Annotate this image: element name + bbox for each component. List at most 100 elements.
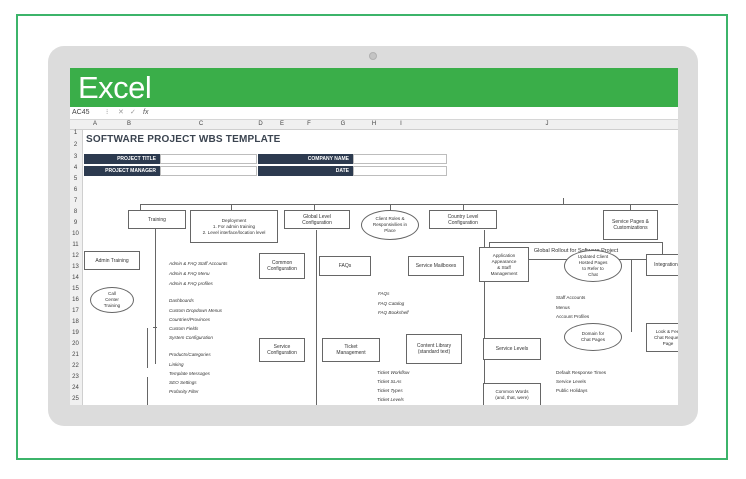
- project-manager-label: PROJECT MANAGER: [84, 166, 160, 176]
- row-header[interactable]: 11: [72, 242, 79, 248]
- row-header[interactable]: 15: [72, 286, 79, 292]
- enter-check-icon[interactable]: ✓: [130, 109, 136, 116]
- column-header[interactable]: H: [371, 121, 377, 127]
- level-item: Public Holidays: [556, 388, 588, 393]
- row-header[interactable]: 24: [72, 385, 79, 391]
- global-item: Dashboards: [169, 298, 194, 303]
- row-header[interactable]: 17: [72, 308, 79, 314]
- connector-line: [153, 327, 157, 328]
- training-item: Admin & FAQ Staff Accounts: [169, 261, 228, 266]
- column-header[interactable]: C: [198, 121, 204, 127]
- connector-line: [390, 204, 391, 210]
- connector-line: [147, 377, 148, 405]
- wbs-common-config-box[interactable]: Common Configuration: [259, 253, 305, 279]
- global-item: Custom Fields: [169, 326, 199, 331]
- namebox-arrow-icon[interactable]: ⁝: [106, 109, 109, 116]
- wbs-training-box[interactable]: Training: [128, 210, 186, 229]
- row-header[interactable]: 1: [73, 130, 78, 136]
- ticket-item: Ticket Levels: [377, 397, 404, 402]
- ribbon-header: Excel: [70, 68, 678, 107]
- column-header[interactable]: E: [279, 121, 284, 127]
- sheet-title: SOFTWARE PROJECT WBS TEMPLATE: [86, 134, 281, 145]
- staff-item: Menus: [556, 305, 570, 310]
- staff-item: Account Profiles: [556, 314, 590, 319]
- row-header[interactable]: 16: [72, 297, 79, 303]
- row-header[interactable]: 18: [72, 319, 79, 325]
- project-manager-cell[interactable]: [160, 166, 257, 176]
- date-label: DATE: [258, 166, 353, 176]
- column-header[interactable]: B: [126, 121, 131, 127]
- company-name-cell[interactable]: [353, 154, 447, 164]
- row-header[interactable]: 25: [72, 396, 79, 402]
- connector-line: [631, 242, 632, 332]
- wbs-deployment-box[interactable]: Deployment 1. For admin training 2. Leve…: [190, 210, 278, 243]
- project-title-label: PROJECT TITLE: [84, 154, 160, 164]
- row-header-bar: 1 2 3 4 5 6 7 8 9 10 11 12 13 14 15 16 1…: [70, 130, 83, 405]
- row-header[interactable]: 10: [72, 231, 79, 237]
- worksheet[interactable]: SOFTWARE PROJECT WBS TEMPLATE PROJECT TI…: [83, 130, 678, 405]
- row-header[interactable]: 4: [73, 165, 78, 171]
- row-header[interactable]: 14: [72, 275, 79, 281]
- wbs-service-config-box[interactable]: Service Configuration: [259, 338, 305, 362]
- faq-item: FAQ Bookshelf: [378, 310, 409, 315]
- wbs-call-center-oval[interactable]: Call Center Training: [90, 287, 134, 313]
- wbs-client-roles-oval[interactable]: Client Roles & Responsivilies in Place: [361, 210, 419, 240]
- column-header[interactable]: F: [307, 121, 311, 127]
- training-item: Admin & FAQ profiles: [169, 281, 213, 286]
- row-header[interactable]: 22: [72, 363, 79, 369]
- wbs-domain-chat-oval[interactable]: Domain for Chat Pages: [564, 323, 622, 351]
- project-title-cell[interactable]: [160, 154, 257, 164]
- wbs-service-levels-box[interactable]: Service Levels: [483, 338, 541, 360]
- wbs-service-mailboxes-box[interactable]: Service Mailboxes: [408, 256, 464, 276]
- outer-frame: [16, 14, 728, 460]
- wbs-ticket-mgmt-box[interactable]: Ticket Management: [322, 338, 380, 362]
- row-header[interactable]: 12: [72, 253, 79, 259]
- wbs-global-config-box[interactable]: Global Level Configuration: [284, 210, 350, 229]
- connector-line: [484, 230, 485, 405]
- training-item: Admin & FAQ Menu: [169, 271, 210, 276]
- wbs-integration-box[interactable]: Integration: [646, 254, 678, 276]
- row-header[interactable]: 23: [72, 374, 79, 380]
- wbs-look-feel-box[interactable]: Look & Feel Chat Request Page: [646, 323, 678, 352]
- date-cell[interactable]: [353, 166, 447, 176]
- row-header[interactable]: 13: [72, 264, 79, 270]
- row-header[interactable]: 6: [73, 187, 78, 193]
- column-header[interactable]: G: [340, 121, 346, 127]
- wbs-service-pages-box[interactable]: Service Pages & Customizations: [603, 210, 658, 240]
- service-item: Profanity Filter: [169, 389, 199, 394]
- row-header[interactable]: 21: [72, 352, 79, 358]
- cancel-icon[interactable]: ✕: [118, 109, 124, 116]
- level-item: Service Levels: [556, 379, 586, 384]
- column-header[interactable]: I: [400, 121, 402, 127]
- row-header[interactable]: 2: [73, 142, 78, 148]
- service-item: Products/Categories: [169, 352, 211, 357]
- wbs-faqs-box[interactable]: FAQs: [319, 256, 371, 276]
- wbs-content-library-box[interactable]: Content Library (standard text): [406, 334, 462, 364]
- wbs-common-words-box[interactable]: Common Words (and, that, were): [483, 383, 541, 405]
- connector-line: [231, 204, 232, 210]
- wbs-admin-training-box[interactable]: Admin Training: [84, 251, 140, 270]
- camera-icon: [369, 52, 377, 60]
- ticket-item: Ticket SLAs: [377, 379, 402, 384]
- connector-line: [630, 204, 631, 210]
- column-header[interactable]: A: [92, 121, 97, 127]
- row-header[interactable]: 5: [73, 176, 78, 182]
- function-icon[interactable]: fx: [143, 109, 149, 116]
- row-header[interactable]: 19: [72, 330, 79, 336]
- connector-line: [563, 198, 564, 204]
- wbs-updated-client-oval[interactable]: Updated Client Hosted Pages to Refer to …: [564, 250, 622, 282]
- wbs-country-config-box[interactable]: Country Level Configuration: [429, 210, 497, 229]
- connector-line: [463, 204, 464, 210]
- row-header[interactable]: 9: [73, 220, 78, 226]
- column-header-bar: A B C D E F G H I J: [70, 120, 678, 130]
- connector-line: [147, 328, 148, 368]
- row-header[interactable]: 8: [73, 209, 78, 215]
- wbs-app-appearance-box[interactable]: Application Appearance & Staff Managemen…: [479, 247, 529, 282]
- column-header[interactable]: D: [258, 121, 263, 127]
- column-header[interactable]: J: [545, 121, 549, 127]
- row-header[interactable]: 3: [73, 154, 78, 160]
- connector-line: [316, 230, 317, 405]
- name-box[interactable]: AC45: [72, 109, 90, 116]
- row-header[interactable]: 7: [73, 198, 78, 204]
- row-header[interactable]: 20: [72, 341, 79, 347]
